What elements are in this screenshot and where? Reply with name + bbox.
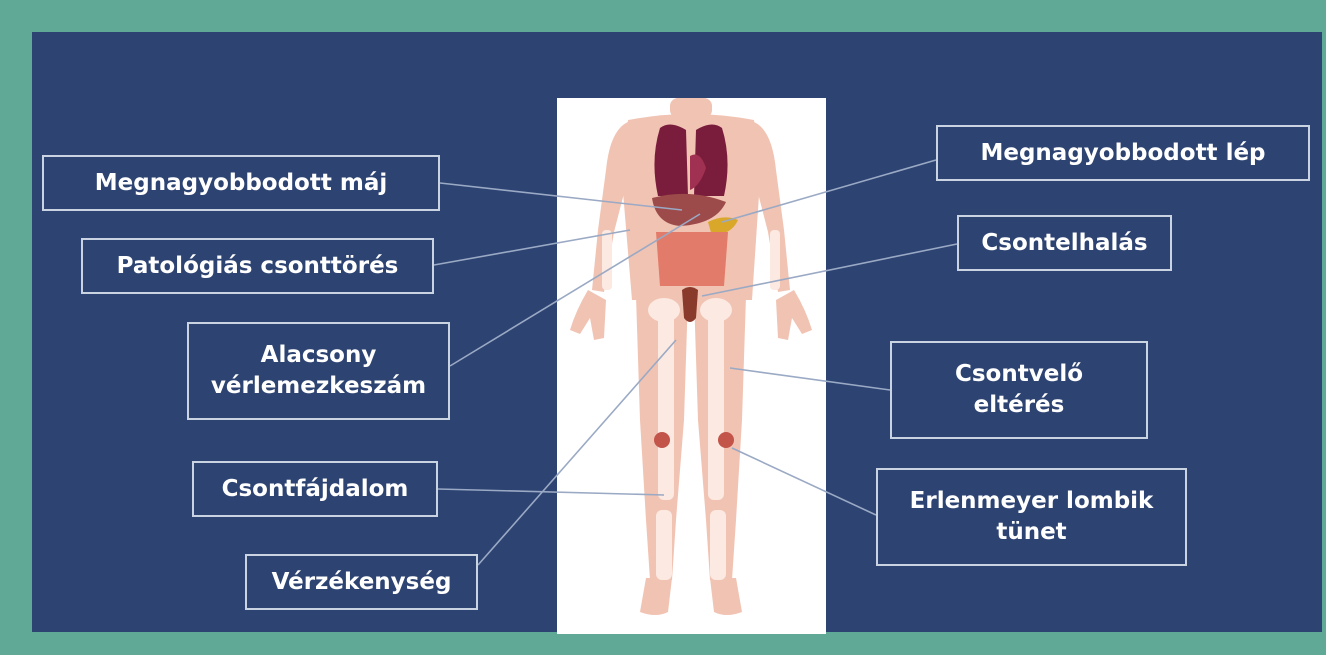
label-text: Erlenmeyer lombik tünet (892, 486, 1172, 548)
label-text: Csontvelő eltérés (934, 359, 1104, 421)
label-text: Megnagyobbodott máj (95, 168, 387, 199)
label-bone-marrow: Csontvelő eltérés (890, 341, 1148, 439)
label-text: Patológiás csonttörés (117, 251, 399, 282)
knee-marker-left (654, 432, 670, 448)
label-bleeding: Vérzékenység (245, 554, 478, 610)
knee-marker-right (718, 432, 734, 448)
bladder-icon (682, 287, 698, 322)
label-osteonecrosis: Csontelhalás (957, 215, 1172, 271)
label-text: Megnagyobbodott lép (980, 138, 1265, 169)
label-text: Csontfájdalom (222, 474, 409, 505)
label-enlarged-spleen: Megnagyobbodott lép (936, 125, 1310, 181)
intestine-icon (656, 232, 728, 286)
label-text: Vérzékenység (272, 567, 452, 598)
label-low-platelet: Alacsony vérlemezkeszám (187, 322, 450, 420)
label-pathological-fracture: Patológiás csonttörés (81, 238, 434, 294)
label-text: Csontelhalás (981, 228, 1147, 259)
label-bone-pain: Csontfájdalom (192, 461, 438, 517)
label-erlenmeyer: Erlenmeyer lombik tünet (876, 468, 1187, 566)
label-enlarged-liver: Megnagyobbodott máj (42, 155, 440, 211)
label-text: Alacsony vérlemezkeszám (209, 340, 429, 402)
